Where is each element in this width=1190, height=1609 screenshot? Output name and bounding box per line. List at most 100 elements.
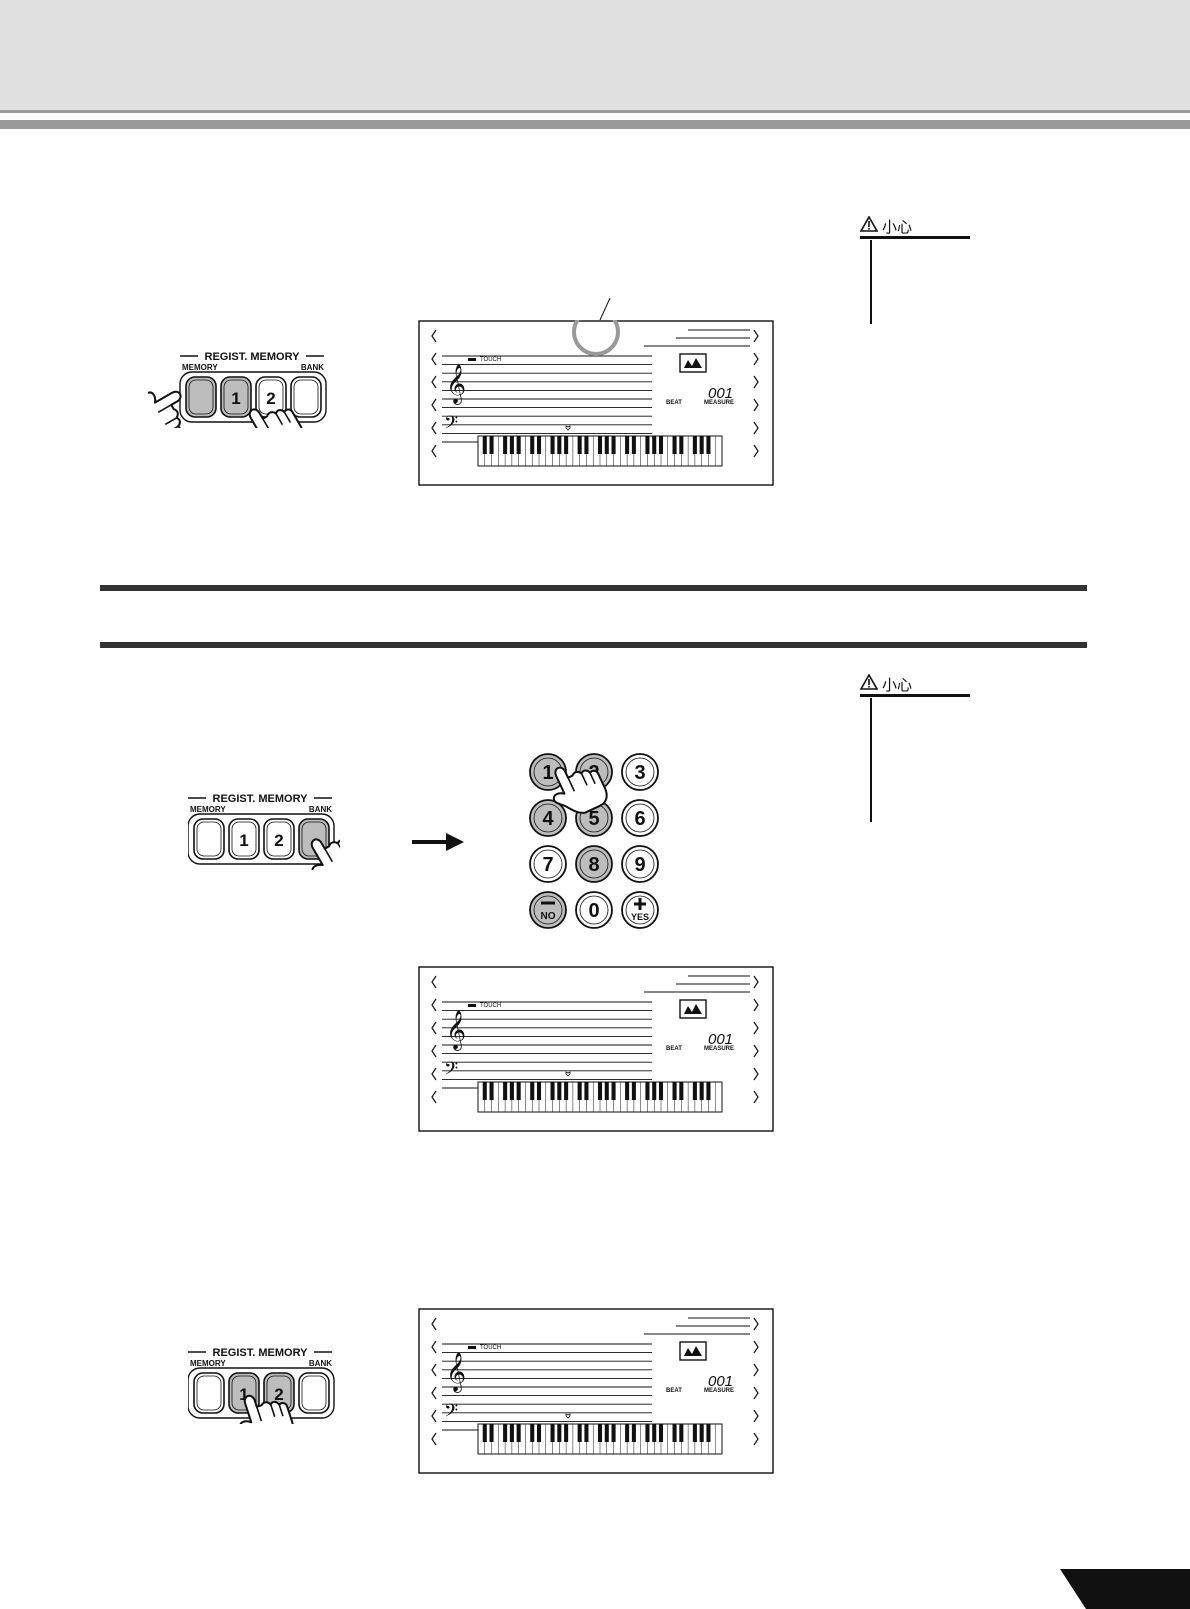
bank-button[interactable] [298, 1372, 330, 1414]
lcd-touch-label: TOUCH [480, 357, 501, 363]
keypad-key-yes[interactable]: YES [621, 891, 659, 929]
regist-memory-title: REGIST. MEMORY [205, 351, 301, 363]
keypad-key-7[interactable]: 7 [529, 845, 567, 883]
lcd-left-bracket [431, 421, 437, 435]
lcd-right-bracket [753, 329, 759, 343]
touch-icon [468, 1346, 476, 1349]
header-band [0, 0, 1190, 110]
warning-icon [859, 673, 879, 694]
lcd-left-bracket [431, 975, 437, 989]
bank-label: BANK [301, 363, 324, 372]
memory-button[interactable] [185, 376, 217, 418]
keypad-key-4[interactable]: 4 [529, 799, 567, 837]
lcd-touch-label: TOUCH [480, 1345, 501, 1351]
lcd-left-bracket [431, 329, 437, 343]
style-icon [679, 353, 707, 373]
keypad-key-label: 6 [634, 808, 645, 830]
lcd-beat-label: BEAT [666, 1388, 682, 1394]
memory-label: MEMORY [190, 1359, 226, 1368]
bank-button[interactable] [290, 376, 322, 418]
regist-button-1[interactable]: 1 [220, 376, 252, 418]
treble-clef-icon: 𝄞 [446, 365, 466, 405]
lcd-right-bracket [753, 1317, 759, 1331]
pointing-hand-icon [552, 766, 608, 814]
memory-button[interactable] [193, 818, 225, 860]
lcd-left-bracket [431, 1021, 437, 1035]
bass-clef-icon: 𝄢 [444, 1400, 458, 1425]
keypad-key-label: 4 [542, 808, 554, 830]
keypad-key-label: NO [541, 911, 556, 922]
lcd-right-bracket [753, 1340, 759, 1354]
lcd-left-bracket [431, 998, 437, 1012]
keypad-key-6[interactable]: 6 [621, 799, 659, 837]
lcd-right-bracket [753, 1432, 759, 1446]
regist-button-label: 2 [274, 1385, 283, 1404]
regist-button-label: 1 [239, 831, 248, 850]
regist-memory-title: REGIST. MEMORY [213, 793, 309, 805]
keypad-key-label: 8 [588, 854, 599, 876]
lcd-right-bracket [753, 1044, 759, 1058]
regist-button-1[interactable]: 1 [228, 818, 260, 860]
caution-note-2: 小心 [859, 673, 970, 822]
lcd-left-bracket [431, 1090, 437, 1104]
bass-clef-icon: 𝄢 [444, 1058, 458, 1083]
style-icon [679, 1341, 707, 1361]
lcd-counter: 001 [708, 385, 733, 402]
keypad-key-label: 3 [634, 762, 645, 784]
regist-button-label: 2 [274, 831, 283, 850]
lcd-right-bracket [753, 975, 759, 989]
lcd-left-bracket [431, 1409, 437, 1423]
memory-label: MEMORY [182, 363, 218, 372]
keypad-key-3[interactable]: 3 [621, 753, 659, 791]
panel-housing [187, 813, 335, 865]
lcd-right-bracket [753, 1067, 759, 1081]
caution-label: 小心 [882, 676, 913, 694]
bass-clef-icon: 𝄢 [444, 412, 458, 437]
caution-bar [870, 240, 872, 324]
keypad-key-label: YES [631, 912, 649, 922]
keypad-key-0[interactable]: 0 [575, 891, 613, 929]
arrow-right-icon [412, 833, 464, 851]
touch-icon [468, 358, 476, 361]
lcd-left-bracket [431, 1386, 437, 1400]
keypad-key-8[interactable]: 8 [575, 845, 613, 883]
lcd-counter: 001 [708, 1031, 733, 1048]
treble-clef-icon: 𝄞 [446, 1011, 466, 1051]
style-icon [679, 999, 707, 1019]
lcd-right-bracket [753, 398, 759, 412]
section-rule-top [100, 585, 1087, 591]
marker-icon [565, 1413, 571, 1419]
lcd-left-bracket [431, 398, 437, 412]
lcd-beat-label: BEAT [666, 1046, 682, 1052]
keypad-key-no[interactable]: NO [529, 891, 567, 929]
lcd-right-bracket [753, 352, 759, 366]
keypad-key-9[interactable]: 9 [621, 845, 659, 883]
lcd-measure-label: MEASURE [704, 1046, 734, 1052]
lcd-left-bracket [431, 375, 437, 389]
keypad-key-label: 1 [542, 762, 553, 784]
lcd-right-bracket [753, 1409, 759, 1423]
lcd-left-bracket [431, 444, 437, 458]
regist-button-2[interactable]: 2 [263, 818, 295, 860]
memory-button[interactable] [193, 1372, 225, 1414]
regist-button-label: 1 [239, 1385, 248, 1404]
lcd-counter: 001 [708, 1373, 733, 1390]
touch-icon [468, 1004, 476, 1007]
lcd-right-bracket [753, 1090, 759, 1104]
regist-button-label: 1 [231, 389, 240, 408]
regist-button-2[interactable]: 2 [255, 376, 287, 418]
lcd-right-bracket [753, 444, 759, 458]
numeric-keypad: 123456789NO0YES [528, 752, 668, 932]
lcd-left-bracket [431, 1340, 437, 1354]
lcd-left-bracket [431, 1067, 437, 1081]
lcd-keyboard [477, 1081, 723, 1113]
lcd-left-bracket [431, 1432, 437, 1446]
section-rule-bottom [100, 642, 1087, 648]
lcd-beat-label: BEAT [666, 400, 682, 406]
lcd-measure-label: MEASURE [704, 1388, 734, 1394]
